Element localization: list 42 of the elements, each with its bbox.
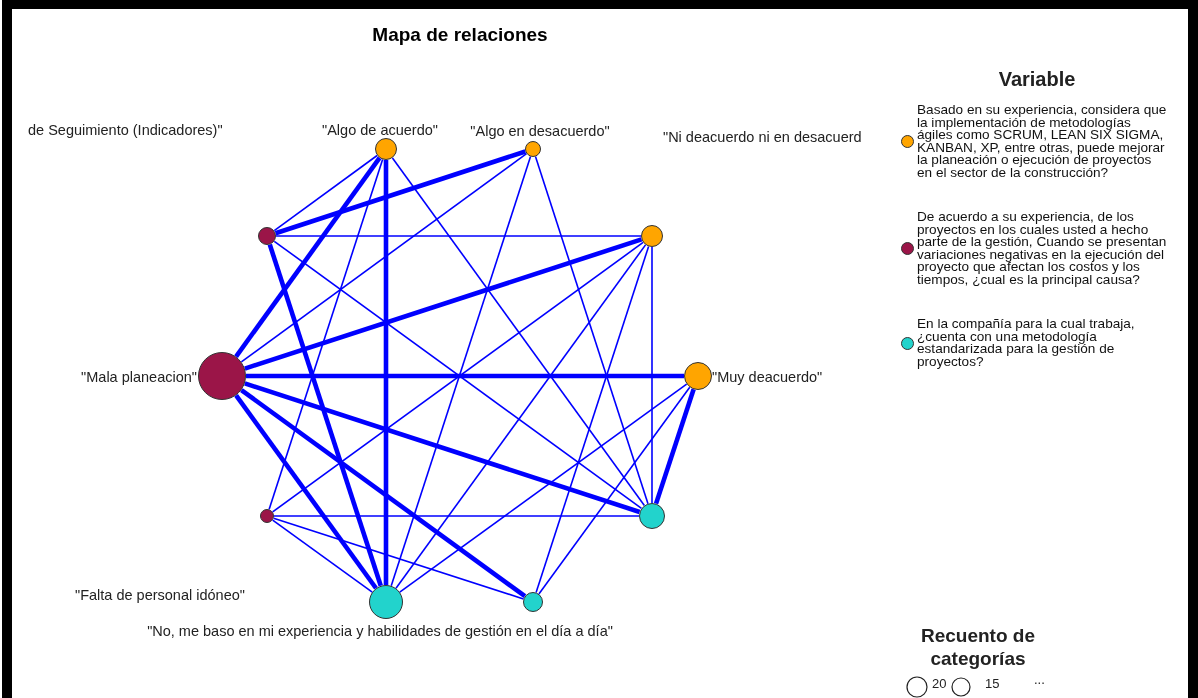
- category-label: "Ni deacuerdo ni en desacuerd: [663, 129, 863, 147]
- connector-line: [535, 245, 650, 594]
- node-label: "Mala planeacion": [81, 368, 197, 386]
- category-label: de Seguimiento (Indicadores)": [28, 122, 224, 140]
- connector-line: [267, 243, 383, 587]
- node-label: "Falta de personal idóneo": [75, 586, 245, 604]
- legend-title: Variable: [997, 68, 1077, 91]
- connector-line: [274, 149, 527, 236]
- connector-line: [651, 246, 653, 504]
- connector-line: [244, 381, 641, 515]
- connector-line: [398, 383, 688, 593]
- size-legend-value: 15: [985, 676, 1001, 692]
- legend-text: En la compañía para la cual trabaja, ¿cuenta con una metodología estandarizada para la gestión de proyectos?: [917, 318, 1136, 369]
- size-legend-title: Recuento de categorías: [920, 624, 1036, 670]
- connector-line: [240, 388, 527, 598]
- connector-line: [273, 515, 640, 517]
- connector-line: [246, 373, 684, 379]
- legend-text: De acuerdo a su experiencia, de los proyectos en los cuales usted a hecho parte de la gestión, Cuando se presentan variaciones negativas en la ejecución del proyecto que afectan los costos y los tiempos, ¿cual es la principal causa?: [917, 211, 1167, 287]
- node-label: "Algo de acuerdo": [322, 121, 438, 139]
- connector-line: [240, 152, 528, 363]
- connector-line: [275, 235, 642, 237]
- node-label: "Algo en desacuerdo": [470, 122, 610, 140]
- legend-text: Basado en su experiencia, considera que la implementación de metodologías ágiles como SCRUM, LEAN SIX SIGMA, KANBAN, XP, entre otras, puede mejorar la planeación o ejecución de proyectos en el sector de la construcción?: [917, 104, 1167, 180]
- connector-line: [272, 517, 525, 600]
- node-label: "Muy deacuerdo": [712, 368, 823, 386]
- connector-line: [273, 154, 378, 232]
- connector-line: [234, 156, 382, 358]
- connector-line: [538, 386, 691, 595]
- connector-line: [271, 519, 374, 593]
- connector-line: [390, 155, 532, 587]
- size-legend-value: ...: [1034, 672, 1046, 688]
- connector-line: [534, 155, 649, 505]
- connector-line: [383, 160, 389, 585]
- connector-line: [395, 244, 647, 590]
- connector-line: [268, 158, 384, 511]
- connector-line: [391, 157, 646, 507]
- connector-line: [234, 394, 378, 590]
- connector-line: [244, 237, 643, 371]
- node-label: "No, me baso en mi experiencia y habilidades de gestión en el día a día": [147, 622, 613, 640]
- connector-line: [653, 388, 696, 505]
- size-legend-value: 20: [932, 676, 948, 692]
- chart-title: Mapa de relaciones: [371, 24, 549, 46]
